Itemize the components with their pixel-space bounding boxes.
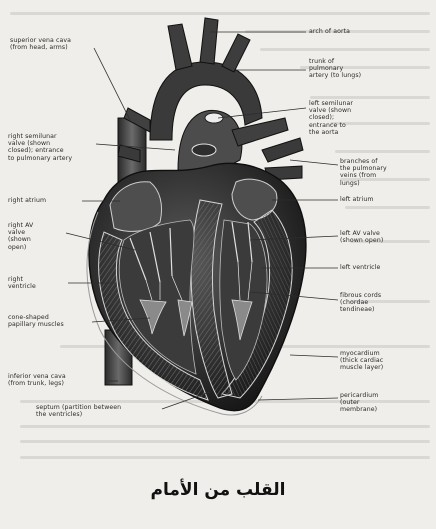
label-superior-vena-cava: superior vena cava (from head, arms) <box>10 37 71 51</box>
left-carotid-artery <box>200 18 218 64</box>
label-septum: septum (partition between the ventricles… <box>36 404 121 418</box>
label-right-atrium: right atrium <box>8 197 46 204</box>
left-pulmonary-artery <box>232 118 288 146</box>
label-myocardium: myocardium (thick cardiac muscle layer) <box>340 350 383 372</box>
figure-caption: القلب من الأمام <box>0 480 436 500</box>
brachiocephalic-artery <box>168 24 192 70</box>
label-pulmonary-trunk: trunk of pulmonary artery (to lungs) <box>309 58 361 80</box>
label-pericardium: pericardium (outer membrane) <box>340 392 378 414</box>
pulmonary-semilunar-valve <box>192 144 216 156</box>
label-left-semilunar-valve: left semilunar valve (shown closed); ent… <box>309 100 353 136</box>
label-right-ventricle: right ventricle <box>8 276 36 290</box>
label-right-av-valve: right AV valve (shown open) <box>8 222 33 251</box>
left-subclavian-artery <box>222 34 250 72</box>
label-left-atrium: left atrium <box>340 196 374 203</box>
label-chordae-tendineae: fibrous cords (chordae tendineae) <box>340 292 381 314</box>
label-aortic-arch: arch of aorta <box>309 28 350 35</box>
label-inferior-vena-cava: inferior vena cava (from trunk, legs) <box>8 373 66 387</box>
label-right-semilunar-valve: right semilunar valve (shown closed); en… <box>8 133 72 162</box>
label-papillary-muscles: cone-shaped papillary muscles <box>8 314 64 328</box>
label-left-ventricle: left ventricle <box>340 264 380 271</box>
label-pulmonary-veins: branches of the pulmonary veins (from lu… <box>340 158 387 187</box>
label-left-av-valve: left AV valve (shown open) <box>340 230 383 244</box>
